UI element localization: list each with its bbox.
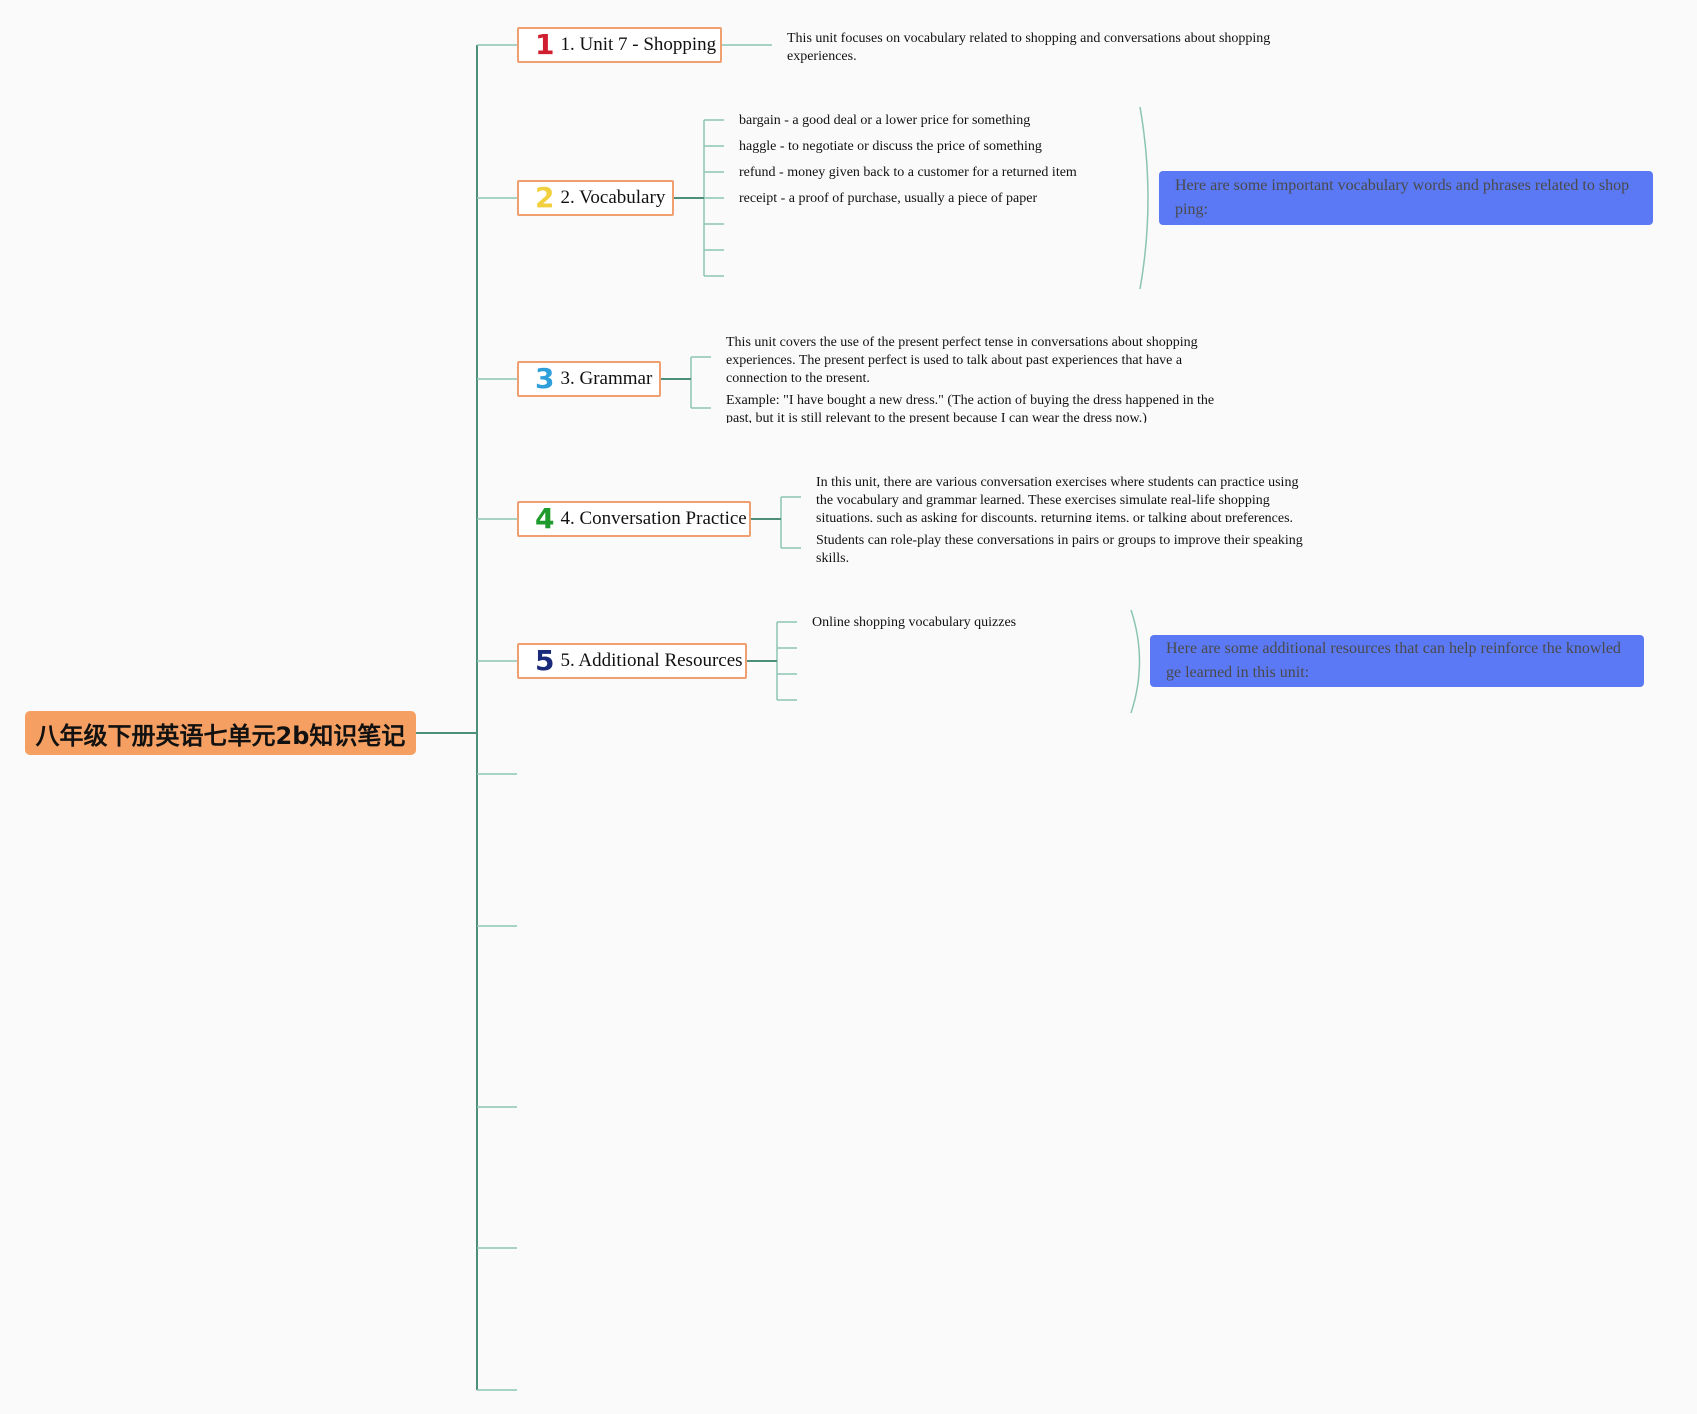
topic-label: 4. Conversation Practice (560, 508, 747, 529)
conversation-item[interactable]: In this unit, there are various conversa… (816, 475, 1299, 522)
summary-text: Here are some important vocabulary words… (1175, 177, 1630, 218)
topic-label: 2. Vocabulary (560, 187, 666, 208)
number-5-icon: 5 (535, 644, 555, 677)
topic-label: 3. Grammar (560, 368, 653, 389)
topic-grammar[interactable]: 3 3. Grammar (517, 361, 661, 397)
conversation-item[interactable]: Students can role-play these conversatio… (816, 533, 1303, 566)
vocab-item[interactable]: receipt - a proof of purchase, usually a… (739, 191, 1038, 206)
number-2-icon: 2 (535, 181, 555, 214)
vocabulary-summary[interactable]: Here are some important vocabulary words… (1159, 171, 1653, 225)
topic-label: 5. Additional Resources (560, 650, 743, 671)
number-3-icon: 3 (535, 362, 555, 395)
unit-description[interactable]: This unit focuses on vocabulary related … (787, 31, 1271, 64)
grammar-item[interactable]: This unit covers the use of the present … (726, 335, 1198, 382)
vocab-item[interactable]: bargain - a good deal or a lower price f… (739, 113, 1031, 128)
resources-summary[interactable]: Here are some additional resources that … (1150, 635, 1644, 687)
number-4-icon: 4 (535, 502, 555, 535)
grammar-example[interactable]: Example: "I have bought a new dress." (T… (726, 393, 1215, 423)
number-1-icon: 1 (535, 28, 555, 61)
topic-conversation-practice[interactable]: 4 4. Conversation Practice (517, 501, 751, 537)
topic-unit-7-shopping[interactable]: 1 1. Unit 7 - Shopping (517, 27, 722, 63)
resource-item[interactable]: Online shopping vocabulary quizzes (812, 615, 1017, 630)
root-topic[interactable]: 八年级下册英语七单元2b知识笔记 (25, 711, 416, 755)
summary-text: Here are some additional resources that … (1166, 640, 1621, 681)
vocab-item[interactable]: haggle - to negotiate or discuss the pri… (739, 139, 1042, 154)
topic-additional-resources[interactable]: 5 5. Additional Resources (517, 643, 747, 679)
vocab-item[interactable]: refund - money given back to a customer … (739, 165, 1077, 180)
root-title: 八年级下册英语七单元2b知识笔记 (35, 721, 406, 750)
topic-vocabulary[interactable]: 2 2. Vocabulary (517, 180, 674, 216)
topic-label: 1. Unit 7 - Shopping (560, 34, 717, 55)
